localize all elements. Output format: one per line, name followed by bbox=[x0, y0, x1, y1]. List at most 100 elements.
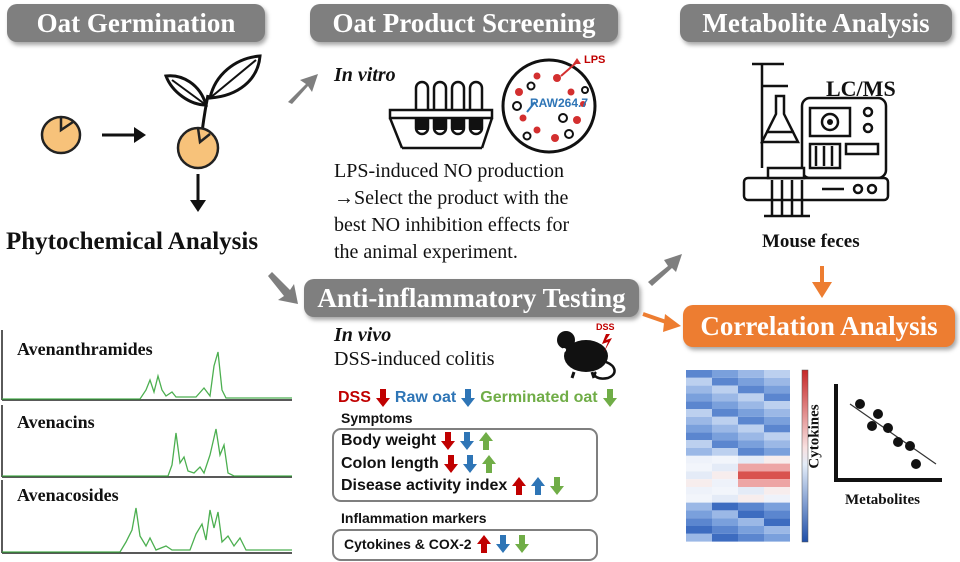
heatmap-cell bbox=[738, 409, 764, 417]
screening-line: →Select the product with the bbox=[334, 187, 569, 209]
symptom-row: Body weight bbox=[341, 432, 494, 450]
in-vitro-label: In vitro bbox=[334, 64, 396, 86]
header-oat-germination: Oat Germination bbox=[7, 4, 265, 42]
heatmap-cell bbox=[764, 510, 790, 519]
heatmap-cell bbox=[686, 385, 712, 394]
chromatogram-label: Avenacosides bbox=[17, 485, 119, 505]
heatmap-cell bbox=[712, 471, 738, 480]
heatmap-cell bbox=[764, 487, 790, 495]
in-vivo-label: In vivo bbox=[334, 324, 392, 346]
heatmap-cell bbox=[686, 502, 712, 511]
screening-line: LPS-induced NO production bbox=[334, 160, 564, 182]
symptom-label: Body weight bbox=[341, 432, 437, 449]
heatmap-cell bbox=[764, 494, 790, 503]
gray-arrow-down-icon bbox=[268, 272, 298, 304]
header-metabolite-analysis: Metabolite Analysis bbox=[680, 4, 952, 42]
scatter-y-label: Cytokines bbox=[806, 404, 823, 469]
heatmap-cell bbox=[686, 494, 712, 503]
heatmap-cell bbox=[686, 440, 712, 448]
heatmap-cell bbox=[686, 416, 712, 425]
heatmap-cell bbox=[764, 518, 790, 526]
header-oat-product-screening: Oat Product Screening bbox=[310, 4, 618, 42]
heatmap-cell bbox=[738, 440, 764, 448]
heatmap-cell bbox=[712, 377, 738, 386]
heatmap-cell bbox=[764, 471, 790, 480]
heatmap-cell bbox=[712, 463, 738, 472]
heatmap-cell bbox=[764, 393, 790, 402]
heatmap-cell bbox=[738, 518, 764, 526]
heatmap-cell bbox=[738, 502, 764, 511]
legend-germinated-oat: Germinated oat bbox=[480, 389, 598, 406]
heatmap-cell bbox=[738, 479, 764, 487]
heatmap-cell bbox=[686, 370, 712, 378]
red-down-arrow-icon bbox=[375, 389, 390, 407]
phytochemical-analysis-title: Phytochemical Analysis bbox=[6, 228, 259, 255]
heatmap-cell bbox=[764, 526, 790, 534]
heatmap-cell bbox=[738, 487, 764, 495]
heatmap-cell bbox=[738, 424, 764, 433]
heatmap-cell bbox=[764, 455, 790, 464]
symptoms-title: Symptoms bbox=[341, 410, 413, 426]
markers-box bbox=[332, 529, 598, 561]
heatmap-cell bbox=[738, 455, 764, 464]
heatmap-cell bbox=[738, 510, 764, 519]
correlation-scatter-plot bbox=[834, 384, 942, 482]
orange-arrow-down-icon bbox=[812, 266, 832, 298]
marker-label: Cytokines & COX-2 bbox=[344, 536, 472, 552]
heatmap-cell bbox=[764, 502, 790, 511]
blue-down-arrow-icon bbox=[495, 535, 510, 553]
heatmap-cell bbox=[712, 526, 738, 534]
symptom-label: Colon length bbox=[341, 455, 439, 472]
heatmap-cell bbox=[712, 494, 738, 503]
heatmap-cell bbox=[738, 401, 764, 409]
chromatogram-label: Avenacins bbox=[17, 412, 95, 432]
gray-arrow-up-icon bbox=[288, 74, 318, 104]
chromatogram-avenacosides bbox=[1, 480, 292, 554]
mouse-feces-label: Mouse feces bbox=[762, 231, 860, 252]
heatmap-cell bbox=[738, 393, 764, 402]
heatmap-cell bbox=[764, 424, 790, 433]
raw-cell-label: RAW264.7 bbox=[530, 96, 589, 110]
heatmap-cell bbox=[712, 393, 738, 402]
heatmap-cell bbox=[764, 533, 790, 542]
blue-down-arrow-icon bbox=[461, 389, 476, 407]
heatmap-cell bbox=[712, 479, 738, 487]
heatmap-cell bbox=[686, 533, 712, 542]
heatmap-cell bbox=[686, 377, 712, 386]
oat-seed-icon bbox=[40, 115, 82, 155]
heatmap-cell bbox=[686, 455, 712, 464]
heatmap-cell bbox=[712, 401, 738, 409]
header-anti-inflammatory-testing: Anti-inflammatory Testing bbox=[304, 279, 639, 317]
right-arrow-icon bbox=[102, 127, 146, 143]
screening-description: LPS-induced NO production →Select the pr… bbox=[334, 158, 569, 266]
blue-down-arrow-icon bbox=[462, 455, 477, 473]
heatmap-cell bbox=[686, 393, 712, 402]
chromatogram-avenacins bbox=[1, 405, 292, 478]
heatmap-cell bbox=[686, 448, 712, 456]
symptom-row: Colon length bbox=[341, 455, 496, 473]
raw-cell-plate-icon bbox=[501, 58, 597, 154]
chromatogram-label: Avenanthramides bbox=[17, 339, 153, 359]
green-down-arrow-icon bbox=[602, 389, 617, 407]
heatmap-cell bbox=[764, 463, 790, 472]
test-tube-rack-icon bbox=[388, 80, 494, 150]
heatmap-cell bbox=[764, 409, 790, 417]
heatmap-cell bbox=[712, 416, 738, 425]
gray-arrow-to-metabolite-icon bbox=[648, 254, 682, 286]
heatmap-cell bbox=[738, 432, 764, 441]
sprouting-oat-icon bbox=[163, 54, 262, 170]
green-up-arrow-icon bbox=[479, 432, 494, 450]
heatmap-cell bbox=[738, 448, 764, 456]
heatmap-cell bbox=[712, 533, 738, 542]
heatmap-cell bbox=[712, 385, 738, 394]
inflammation-markers-title: Inflammation markers bbox=[341, 510, 487, 526]
blue-up-arrow-icon bbox=[531, 477, 546, 495]
red-up-arrow-icon bbox=[512, 477, 527, 495]
heatmap-cell bbox=[738, 377, 764, 386]
heatmap-cell bbox=[738, 494, 764, 503]
heatmap-cell bbox=[738, 385, 764, 394]
heatmap-cell bbox=[764, 401, 790, 409]
heatmap-cell bbox=[712, 370, 738, 378]
heatmap-cell bbox=[686, 432, 712, 441]
green-up-arrow-icon bbox=[481, 455, 496, 473]
